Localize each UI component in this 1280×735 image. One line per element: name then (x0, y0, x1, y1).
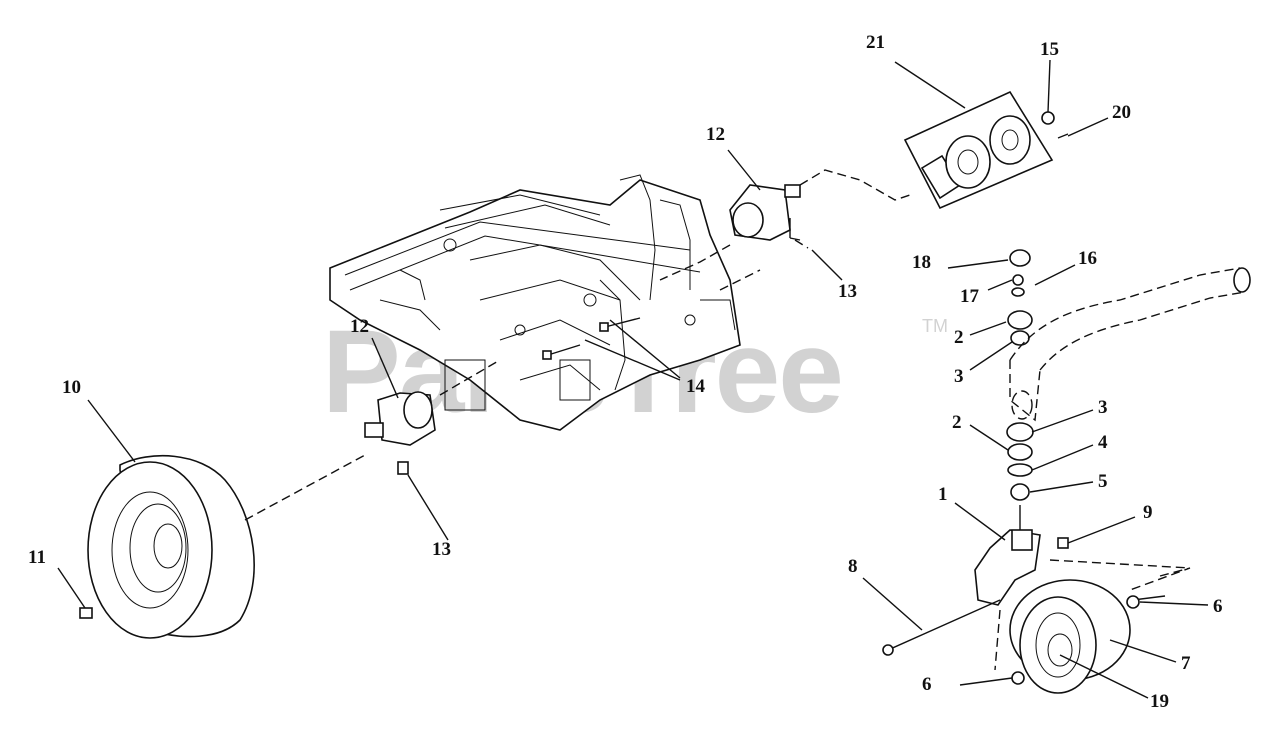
callout-13-bottom: 13 (432, 539, 451, 560)
wheel-motor-left (364, 391, 436, 475)
callout-13-top: 13 (838, 281, 857, 302)
watermark-trademark: TM (922, 316, 948, 336)
caster-bearing-stack (1006, 249, 1034, 501)
front-arm (1009, 267, 1251, 422)
callout-11: 11 (28, 547, 46, 568)
leader-lines (57, 59, 1209, 699)
callout-9: 9 (1143, 502, 1153, 523)
callouts: 21 15 20 12 13 18 16 17 2 3 3 2 4 5 1 9 … (28, 32, 1223, 712)
callout-15: 15 (1040, 39, 1059, 60)
callout-2-mid: 2 (952, 412, 962, 433)
callout-2-top: 2 (954, 327, 964, 348)
callout-3-top: 3 (954, 366, 964, 387)
callout-21: 21 (866, 32, 885, 53)
callout-4: 4 (1098, 432, 1108, 453)
callout-7: 7 (1181, 653, 1191, 674)
callout-12-top: 12 (706, 124, 725, 145)
chassis-frame (329, 174, 741, 431)
callout-8: 8 (848, 556, 858, 577)
caster-assembly (882, 505, 1166, 694)
callout-18: 18 (912, 252, 931, 273)
callout-17: 17 (960, 286, 980, 307)
callout-10: 10 (62, 377, 81, 398)
callout-20: 20 (1112, 102, 1131, 123)
callout-6-bottom: 6 (922, 674, 932, 695)
assembly-lines (244, 169, 1191, 671)
callout-19: 19 (1150, 691, 1169, 712)
callout-6-right: 6 (1213, 596, 1223, 617)
callout-1: 1 (938, 484, 948, 505)
frame-bolts (542, 317, 641, 360)
rear-wheel (79, 454, 255, 639)
clutch-assembly (903, 90, 1069, 210)
callout-5: 5 (1098, 471, 1108, 492)
callout-12-left: 12 (350, 316, 369, 337)
callout-3-mid: 3 (1098, 397, 1108, 418)
callout-16: 16 (1078, 248, 1097, 269)
wheel-motor-top (729, 184, 801, 241)
callout-14: 14 (686, 376, 706, 397)
